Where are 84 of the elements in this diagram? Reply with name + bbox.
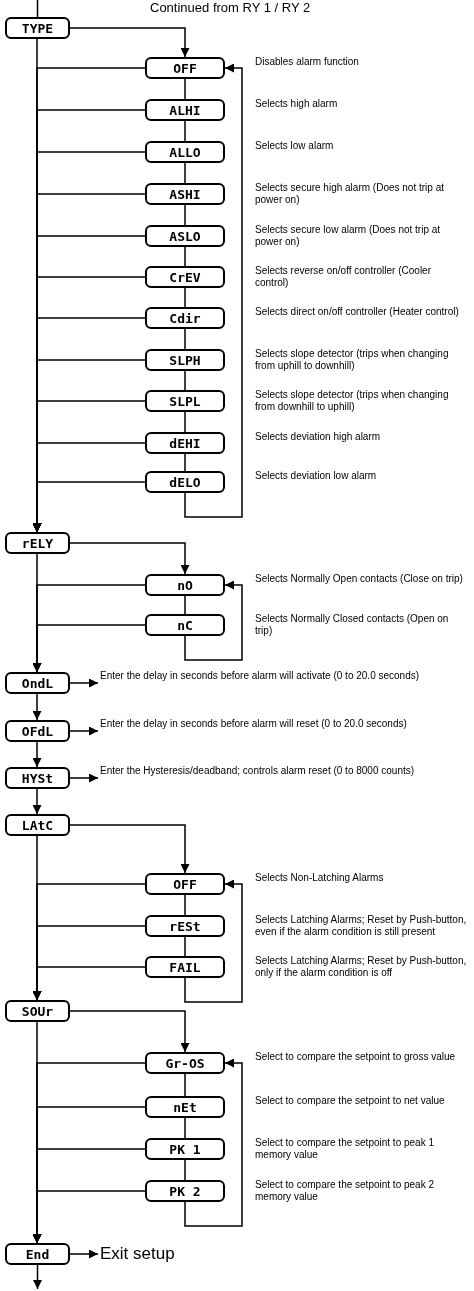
connector-line — [184, 453, 186, 472]
description-text: Selects slope detector (trips when changing from downhill to uphill) — [255, 389, 450, 413]
description-text: Select to compare the setpoint to peak 2 memory value — [255, 1179, 435, 1203]
display-code-box: OFdL — [5, 720, 70, 742]
connector-line — [184, 595, 186, 615]
display-code-box: Gr-OS — [145, 1052, 225, 1074]
connector-line — [184, 411, 186, 433]
display-code-box: nC — [145, 614, 225, 636]
description-text: Selects Latching Alarms; Reset by Push-button, even if the alarm condition is still present — [255, 914, 467, 938]
connector-line — [184, 78, 186, 100]
display-code-box: ALLO — [145, 141, 225, 163]
description-text: Selects secure low alarm (Does not trip at power on) — [255, 224, 442, 248]
arrow — [69, 678, 99, 688]
arrow — [184, 580, 243, 661]
arrow — [69, 726, 99, 736]
display-code-box: PK 1 — [145, 1138, 225, 1160]
description-text: Selects Normally Open contacts (Close on trip) — [255, 573, 464, 585]
arrow — [69, 27, 190, 58]
display-code-box: HYSt — [5, 767, 70, 789]
description-text: Selects deviation low alarm — [255, 470, 378, 482]
arrow — [32, 788, 42, 815]
display-code-box: rESt — [145, 915, 225, 937]
display-code-box: nEt — [145, 1096, 225, 1118]
display-code-box: SLPL — [145, 390, 225, 412]
display-code-box: PK 2 — [145, 1180, 225, 1202]
display-code-box: LAtC — [5, 814, 70, 836]
description-text: Selects slope detector (trips when changing from uphill to downhill) — [255, 348, 450, 372]
connector-line — [184, 328, 186, 350]
description-text: Selects Non-Latching Alarms — [255, 872, 385, 884]
display-code-box: CrEV — [145, 266, 225, 288]
display-code-box: OFF — [145, 57, 225, 79]
description-text: Select to compare the setpoint to peak 1 memory value — [255, 1137, 435, 1161]
display-code-box: rELY — [5, 532, 70, 554]
connector-line — [184, 287, 186, 308]
display-code-box: ALHI — [145, 99, 225, 121]
description-text: Selects deviation high alarm — [255, 431, 382, 443]
connector-line — [184, 162, 186, 184]
arrow — [69, 824, 190, 874]
description-text: Selects low alarm — [255, 140, 335, 152]
arrow — [69, 1249, 99, 1259]
connector-line — [184, 120, 186, 142]
arrow — [184, 879, 243, 1003]
display-code-box: Cdir — [145, 307, 225, 329]
description-text: Select to compare the setpoint to net value — [255, 1095, 446, 1107]
display-code-box: ASHI — [145, 183, 225, 205]
display-code-box: FAIL — [145, 956, 225, 978]
description-text: Selects secure high alarm (Does not trip at power on) — [255, 182, 445, 206]
note-text: Continued from RY 1 / RY 2 — [150, 0, 311, 15]
display-code-box: OndL — [5, 672, 70, 694]
connector-line — [184, 1073, 186, 1097]
connector-line — [184, 370, 186, 391]
arrow — [69, 1010, 190, 1053]
description-text: Selects reverse on/off controller (Cooler control) — [255, 265, 432, 289]
description-text: Selects high alarm — [255, 98, 339, 110]
display-code-box: TYPE — [5, 17, 70, 39]
arrow — [184, 1058, 243, 1227]
description-text: Selects Latching Alarms; Reset by Push-button, only if the alarm condition is off — [255, 955, 467, 979]
arrow — [184, 63, 243, 518]
arrow — [32, 741, 42, 768]
display-code-box: SOUr — [5, 1000, 70, 1022]
arrow — [32, 553, 42, 673]
arrow — [69, 542, 190, 575]
connector-line — [184, 1117, 186, 1139]
connector-line — [184, 1159, 186, 1181]
arrow — [32, 1021, 42, 1244]
connector-line — [184, 894, 186, 916]
display-code-box: OFF — [145, 873, 225, 895]
connector-line — [184, 936, 186, 957]
arrow — [33, 1264, 42, 1290]
connector-line — [184, 246, 186, 267]
display-code-box: dEHI — [145, 432, 225, 454]
display-code-box: nO — [145, 574, 225, 596]
description-text: Selects direct on/off controller (Heater control) — [255, 306, 460, 318]
display-code-box: SLPH — [145, 349, 225, 371]
display-code-box: dELO — [145, 471, 225, 493]
connector-line — [184, 204, 186, 226]
display-code-box: ASLO — [145, 225, 225, 247]
arrow — [32, 835, 42, 1001]
description-text: Disables alarm function — [255, 56, 360, 68]
display-code-box: End — [5, 1243, 70, 1265]
description-text: Selects Normally Closed contacts (Open on trip) — [255, 613, 450, 637]
description-text: Select to compare the setpoint to gross value — [255, 1051, 457, 1063]
arrow — [69, 773, 99, 783]
arrow — [32, 693, 42, 721]
